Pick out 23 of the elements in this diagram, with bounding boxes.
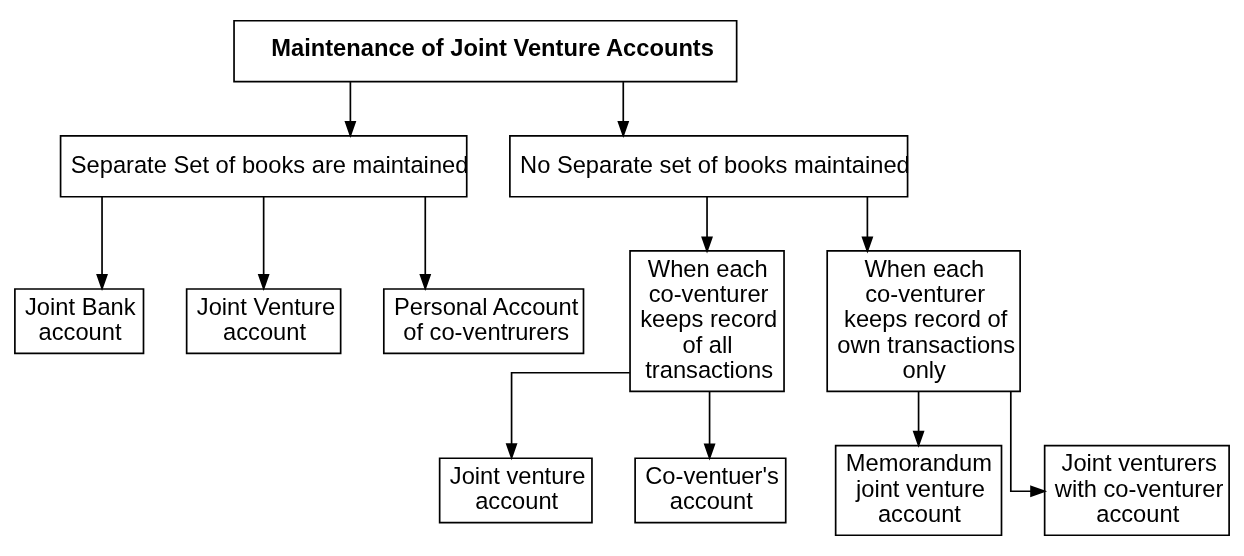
node-box: When each co-venturer keeps record of all transactions xyxy=(629,250,785,393)
arrow xyxy=(257,196,270,292)
node-box: Maintenance of Joint Venture Accounts xyxy=(233,19,738,83)
node-box: Memorandum joint venture account xyxy=(834,444,1003,537)
arrow xyxy=(861,196,874,254)
node-box: Co-ventuer's account xyxy=(634,457,787,524)
arrow xyxy=(344,81,357,138)
node-box: Separate Set of books are maintained xyxy=(59,135,468,198)
node-box: No Separate set of books maintained xyxy=(509,135,909,198)
node-box: Joint Venture account xyxy=(185,288,342,355)
node-box: Joint venture account xyxy=(438,457,593,524)
arrow xyxy=(505,371,631,461)
arrow xyxy=(1009,390,1048,498)
node-box: Joint venturers with co-venturer account xyxy=(1043,444,1230,537)
arrow xyxy=(617,81,630,138)
arrow xyxy=(419,196,432,292)
arrow xyxy=(912,390,925,448)
arrow xyxy=(703,390,716,461)
arrow xyxy=(96,196,108,292)
node-box: Personal Account of co-ventrurers xyxy=(382,288,585,355)
node-box: When each co-venturer keeps record of own transactions only xyxy=(826,250,1021,393)
node-box: Joint Bank account xyxy=(14,288,145,355)
arrow xyxy=(701,196,713,254)
